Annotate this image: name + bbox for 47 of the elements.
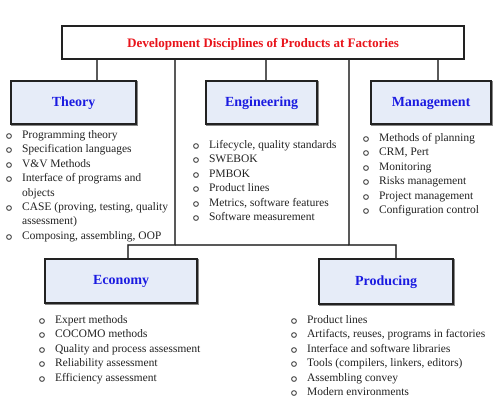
category-heading: Management — [392, 94, 470, 110]
list-item: CASE (proving, testing, quality assessment) — [22, 201, 168, 228]
category-box — [370, 80, 492, 125]
list-item: Configuration control — [379, 204, 479, 216]
category-box — [44, 258, 198, 304]
list-item: Modern environments — [307, 386, 409, 398]
list-item: Assembling convey — [307, 372, 398, 384]
category-box — [10, 80, 137, 125]
connector-line — [175, 244, 349, 246]
list-item: Specification languages — [22, 143, 132, 156]
connector-line — [265, 60, 267, 80]
list-item: Expert methods — [55, 314, 128, 326]
list-item: Risks management — [379, 175, 466, 188]
list-item: Tools (compilers, linkers, editors) — [307, 357, 462, 370]
list-item: Programming theory — [22, 129, 118, 141]
category-heading: Engineering — [224, 94, 298, 110]
list-item: PMBOK — [209, 168, 250, 180]
title-box — [61, 25, 465, 60]
list-item: Project management — [379, 190, 474, 202]
connector-line — [127, 60, 176, 258]
list-item: SWEBOK — [209, 153, 258, 166]
heading-label: Development Disciplines of Products at Factories — [127, 34, 399, 50]
list-item: Software measurement — [209, 211, 315, 224]
connector-line — [96, 60, 98, 80]
category-box — [205, 80, 318, 125]
connector-line — [437, 60, 439, 80]
list-item: Quality and process assessment — [55, 342, 200, 355]
list-item: V&V Methods — [22, 158, 90, 170]
category-heading: Producing — [355, 274, 417, 290]
list-item: Efficiency assessment — [55, 372, 157, 384]
list-item: COCOMO methods — [55, 328, 148, 340]
list-item: Methods of planning — [379, 132, 475, 144]
connector-line — [348, 60, 397, 258]
list-item: Product lines — [307, 314, 368, 326]
list-item: Interface of programs and objects — [22, 172, 142, 199]
list-item: Artifacts, reuses, programs in factories — [307, 328, 486, 340]
category-heading: Theory — [52, 94, 96, 110]
category-box — [318, 258, 454, 305]
list-item: Composing, assembling, OOP — [22, 230, 162, 242]
list-item: Product lines — [209, 182, 270, 194]
list-item: Lifecycle, quality standards — [209, 139, 336, 151]
list-item: CRM, Pert — [379, 146, 429, 158]
list-item: Metrics, software features — [209, 196, 329, 209]
list-item: Reliability assessment — [55, 357, 158, 370]
list-item: Monitoring — [379, 160, 432, 173]
list-item: Interface and software libraries — [307, 342, 450, 355]
category-heading: Economy — [93, 273, 149, 289]
